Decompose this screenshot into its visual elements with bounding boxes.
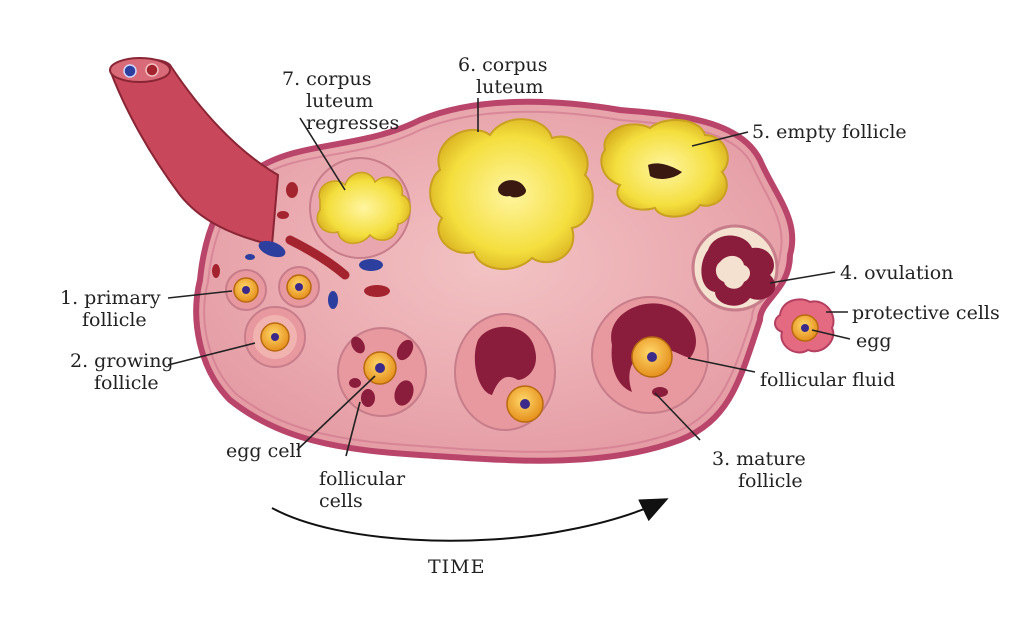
blood-vessel <box>108 58 280 247</box>
label-corpus-luteum-regresses-line2: luteum <box>306 90 374 112</box>
mature-follicle <box>591 296 709 414</box>
antral-follicle <box>454 313 556 431</box>
label-primary-follicle: 1. primary follicle <box>60 287 161 331</box>
label-follicular-cells-line1: follicular <box>319 468 406 490</box>
label-corpus-luteum-regresses-line1: 7. corpus <box>282 68 372 90</box>
ovulating-follicle <box>691 224 779 312</box>
label-corpus-luteum-regresses: 7. corpus luteum regresses <box>282 68 399 134</box>
label-growing-follicle-line1: 2. growing <box>70 350 174 372</box>
label-mature-follicle-line2: follicle <box>738 470 803 492</box>
label-protective-cells-text: protective cells <box>852 302 1000 324</box>
label-follicular-fluid-text: follicular fluid <box>760 369 896 391</box>
released-egg <box>774 298 835 354</box>
label-empty-follicle-text: 5. empty follicle <box>752 121 907 143</box>
follicle-with-cells <box>337 327 427 417</box>
label-corpus-luteum-line1: 6. corpus <box>458 54 548 76</box>
label-primary-follicle-line2: follicle <box>82 309 147 331</box>
label-growing-follicle-line2: follicle <box>94 372 159 394</box>
label-egg-cell: egg cell <box>226 440 302 462</box>
label-corpus-luteum-line2: luteum <box>476 76 544 98</box>
corpus-luteum <box>429 118 594 271</box>
vessels <box>212 182 390 309</box>
label-protective-cells: protective cells <box>852 302 1000 324</box>
corpus-luteum-regressing <box>309 157 411 259</box>
label-corpus-luteum-regresses-line3: regresses <box>306 112 400 134</box>
label-egg-text: egg <box>856 330 892 352</box>
label-mature-follicle: 3. mature follicle <box>712 448 806 492</box>
label-time: TIME <box>428 556 486 578</box>
label-ovulation: 4. ovulation <box>840 262 953 284</box>
primary-follicles <box>225 266 320 311</box>
label-primary-follicle-line1: 1. primary <box>60 287 161 309</box>
label-follicular-cells: follicular cells <box>319 468 405 512</box>
leader-lines <box>167 98 851 457</box>
label-egg: egg <box>856 330 892 352</box>
label-empty-follicle: 5. empty follicle <box>752 121 907 143</box>
label-ovulation-text: 4. ovulation <box>840 262 954 284</box>
label-follicular-fluid: follicular fluid <box>760 369 895 391</box>
label-egg-cell-text: egg cell <box>226 440 302 462</box>
label-mature-follicle-line1: 3. mature <box>712 448 806 470</box>
label-corpus-luteum: 6. corpus luteum <box>458 54 547 98</box>
growing-follicle <box>244 306 306 368</box>
label-time-text: TIME <box>428 556 486 578</box>
label-growing-follicle: 2. growing follicle <box>70 350 174 394</box>
label-follicular-cells-line2: cells <box>319 490 363 512</box>
time-arrow <box>271 498 669 542</box>
